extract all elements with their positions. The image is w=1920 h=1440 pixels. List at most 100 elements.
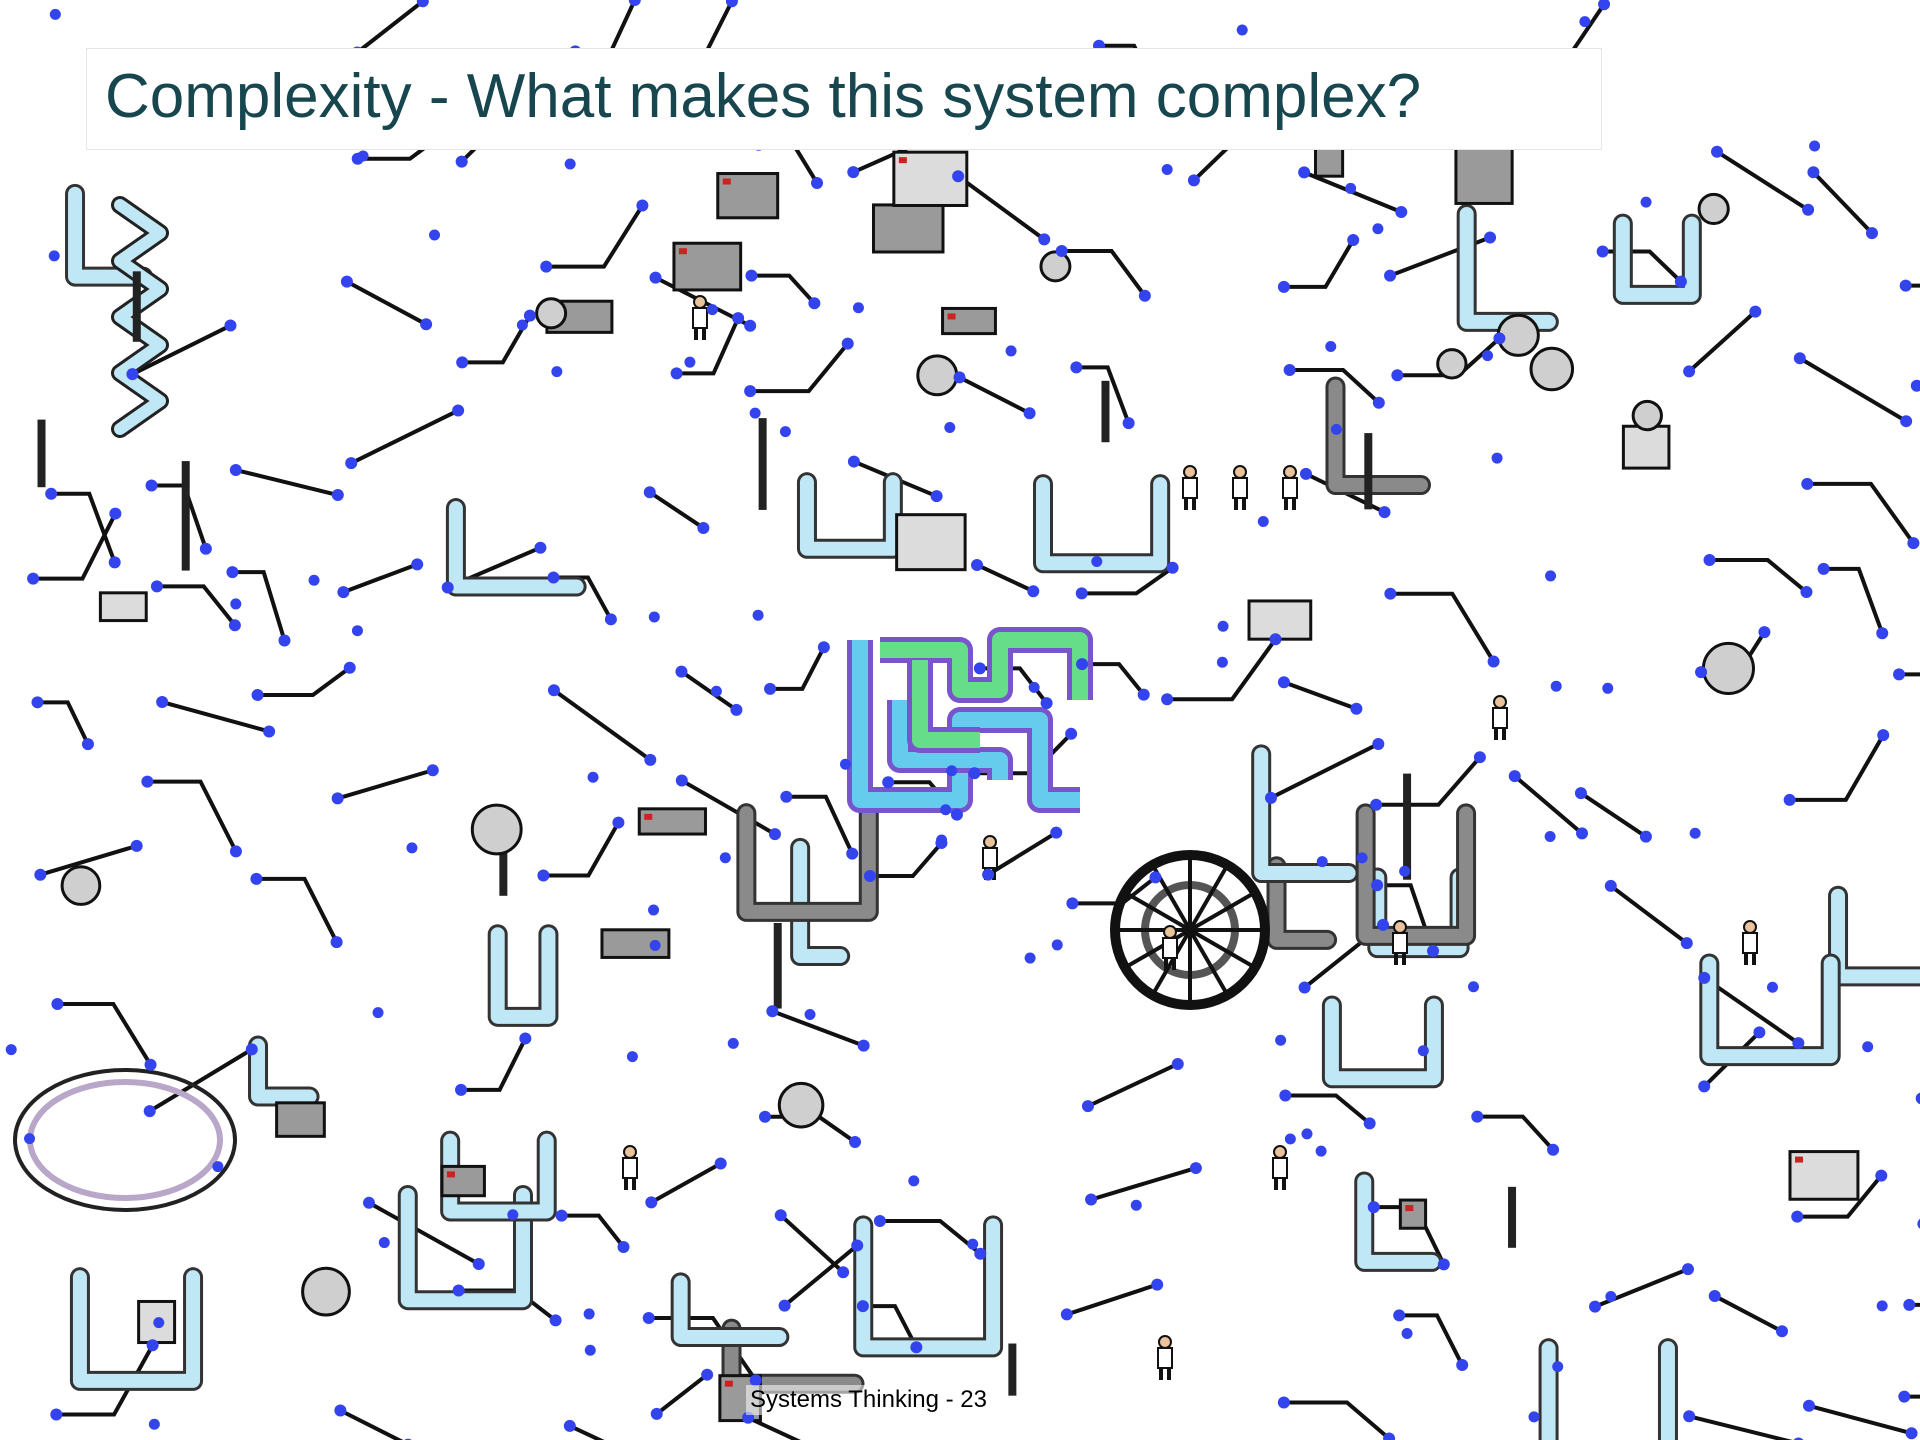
connection-node bbox=[145, 479, 158, 492]
connection-node bbox=[130, 839, 143, 852]
post bbox=[132, 271, 141, 342]
connection-node bbox=[1791, 1210, 1804, 1223]
connection-node bbox=[725, 0, 738, 8]
connection-node bbox=[953, 371, 966, 384]
connection-node bbox=[1793, 352, 1806, 365]
worker bbox=[1392, 920, 1408, 965]
wire bbox=[254, 876, 339, 945]
connection-node bbox=[852, 302, 864, 314]
wire bbox=[986, 830, 1059, 877]
wheel bbox=[1697, 192, 1730, 226]
worker-leg bbox=[1242, 498, 1246, 510]
worker bbox=[692, 295, 708, 340]
ring-inner bbox=[27, 1079, 223, 1201]
post bbox=[758, 418, 767, 510]
connection-node bbox=[758, 1110, 771, 1123]
worker-coat bbox=[1162, 937, 1178, 959]
connection-node bbox=[1187, 174, 1200, 187]
connection-node bbox=[779, 426, 791, 438]
connection-node bbox=[1027, 585, 1040, 598]
indicator-light bbox=[678, 248, 687, 255]
wire bbox=[654, 1372, 710, 1416]
connection-node bbox=[547, 571, 560, 584]
connection-node bbox=[946, 765, 958, 777]
connection-node bbox=[251, 688, 264, 701]
wire bbox=[1707, 558, 1809, 595]
connection-node bbox=[1877, 729, 1890, 742]
worker-coat bbox=[1157, 1347, 1173, 1369]
worker-leg bbox=[1494, 728, 1498, 740]
connection-node bbox=[1149, 871, 1162, 884]
connection-node bbox=[1576, 827, 1589, 840]
connection-node bbox=[1330, 423, 1342, 435]
wire bbox=[768, 645, 826, 691]
connection-node bbox=[331, 489, 344, 502]
connection-node bbox=[719, 852, 731, 864]
wire bbox=[784, 794, 855, 856]
connection-node bbox=[224, 319, 237, 332]
wheel-spoke bbox=[1188, 864, 1230, 932]
machine-parts bbox=[13, 49, 1860, 1423]
connection-node bbox=[452, 404, 465, 417]
connection-node bbox=[1680, 937, 1693, 950]
wire bbox=[1165, 637, 1278, 702]
wire bbox=[559, 1213, 626, 1250]
wire bbox=[1070, 875, 1158, 906]
wire bbox=[1283, 1093, 1372, 1126]
connection-node bbox=[1456, 1359, 1469, 1372]
connection-node bbox=[534, 541, 547, 554]
wheel bbox=[1039, 250, 1072, 283]
worker bbox=[1272, 1145, 1288, 1190]
wire bbox=[1074, 365, 1131, 426]
connection-node bbox=[973, 662, 986, 675]
pipe-network bbox=[65, 183, 1920, 1440]
wire bbox=[1795, 1173, 1884, 1219]
connection-node bbox=[873, 1214, 886, 1227]
worker-coat bbox=[1272, 1157, 1288, 1179]
connection-node bbox=[1372, 223, 1384, 235]
connection-node bbox=[1122, 417, 1135, 430]
connection-node bbox=[429, 229, 441, 241]
connection-node bbox=[141, 775, 154, 788]
spring bbox=[114, 199, 166, 435]
connection-node bbox=[109, 507, 122, 520]
pipe-outline bbox=[248, 1035, 320, 1107]
connection-node bbox=[1417, 1045, 1429, 1057]
connection-node bbox=[1283, 363, 1296, 376]
worker-leg bbox=[1402, 953, 1406, 965]
connection-node bbox=[1695, 666, 1708, 679]
connection-node bbox=[1081, 1100, 1094, 1113]
connection-node bbox=[732, 312, 745, 325]
connection-node bbox=[357, 150, 369, 162]
connection-node bbox=[744, 385, 757, 398]
wire bbox=[341, 562, 420, 595]
connection-node bbox=[1050, 826, 1063, 839]
pipe-outline bbox=[1538, 1338, 1678, 1440]
wire bbox=[1281, 238, 1356, 289]
wire bbox=[679, 778, 777, 837]
worker-leg bbox=[1744, 953, 1748, 965]
pipe bbox=[1328, 379, 1428, 493]
connection-node bbox=[1589, 1300, 1602, 1313]
connection-node bbox=[351, 625, 363, 637]
connection-node bbox=[340, 275, 353, 288]
connection-node bbox=[1216, 656, 1228, 668]
connection-node bbox=[774, 1209, 787, 1222]
connection-node bbox=[1060, 1308, 1073, 1321]
wire bbox=[130, 323, 233, 377]
connection-node bbox=[1683, 1410, 1696, 1423]
worker-leg bbox=[1159, 1368, 1163, 1380]
worker-leg bbox=[1394, 953, 1398, 965]
wire bbox=[679, 669, 739, 712]
connection-node bbox=[766, 1005, 779, 1018]
connection-node bbox=[730, 703, 743, 716]
connection-node bbox=[343, 661, 356, 674]
connection-node bbox=[727, 1037, 739, 1049]
worker-head bbox=[1233, 465, 1247, 479]
worker-leg bbox=[1752, 953, 1756, 965]
post bbox=[773, 922, 782, 1009]
wire bbox=[770, 1009, 866, 1048]
pipe bbox=[673, 1275, 787, 1344]
connection-node bbox=[1005, 345, 1017, 357]
connection-node bbox=[372, 1007, 384, 1019]
